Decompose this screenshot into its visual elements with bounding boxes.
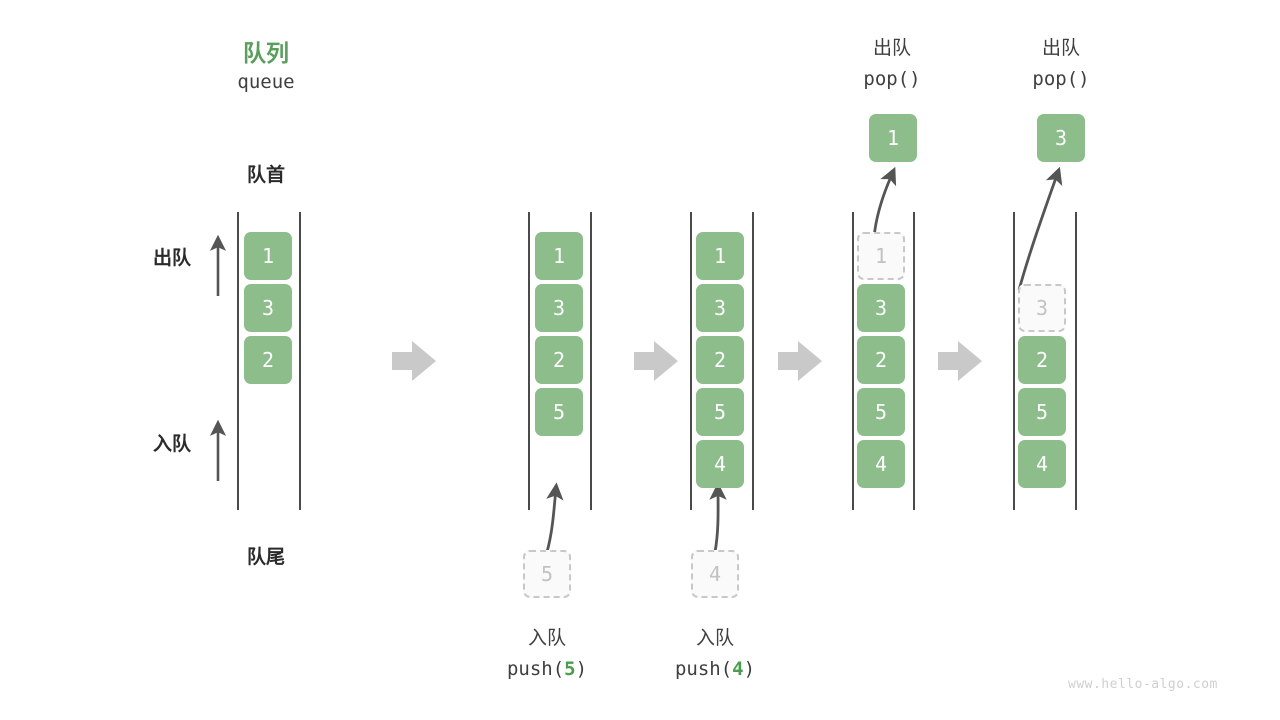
- col5-rail-left: [1013, 212, 1015, 510]
- col2-rail-right: [590, 212, 592, 510]
- col3-cell-1: 3: [696, 284, 744, 332]
- col5-rail-right: [1075, 212, 1077, 510]
- col2-cell-1: 3: [535, 284, 583, 332]
- col3-code-prefix: push(: [674, 658, 733, 680]
- col5-operation-code: pop(): [1032, 68, 1090, 90]
- watermark: www.hello-algo.com: [1068, 677, 1218, 692]
- col3-operation-label: 入队: [695, 628, 734, 649]
- col4-cell-3: 4: [857, 440, 905, 488]
- dequeue-legend-label: 出队: [152, 248, 191, 269]
- front-label: 队首: [246, 165, 285, 186]
- col1-cell-1: 3: [244, 284, 292, 332]
- col2-operation-label: 入队: [527, 628, 566, 649]
- col4-cell-2: 5: [857, 388, 905, 436]
- col3-cell-4: 4: [696, 440, 744, 488]
- col3-code-arg: 4: [732, 658, 744, 680]
- col4-cell-0: 3: [857, 284, 905, 332]
- col3-rail-right: [752, 212, 754, 510]
- col3-incoming-ghost-cell: 4: [691, 550, 739, 598]
- pop-arrow-3: [1017, 166, 1063, 291]
- col4-rail-right: [913, 212, 915, 510]
- col1-rail-right: [299, 212, 301, 510]
- flow-arrow-2: [634, 341, 678, 381]
- col2-cell-2: 2: [535, 336, 583, 384]
- col3-cell-3: 5: [696, 388, 744, 436]
- push-arrow-4: [709, 482, 727, 553]
- col2-cell-3: 5: [535, 388, 583, 436]
- col4-rail-left: [852, 212, 854, 510]
- col4-vacated-ghost-cell: 1: [857, 232, 905, 280]
- col4-popped-cell: 1: [869, 114, 917, 162]
- col3-operation-code: push(4): [635, 658, 795, 680]
- col5-cell-1: 5: [1018, 388, 1066, 436]
- col1-cell-2: 2: [244, 336, 292, 384]
- flow-arrow-1: [392, 341, 436, 381]
- flow-arrow-4: [938, 341, 982, 381]
- col5-vacated-ghost-cell: 3: [1018, 284, 1066, 332]
- col3-cell-2: 2: [696, 336, 744, 384]
- col2-rail-left: [528, 212, 530, 510]
- flow-arrow-3: [778, 341, 822, 381]
- page-title: 队列: [243, 40, 289, 66]
- col5-popped-cell: 3: [1037, 114, 1085, 162]
- col2-operation-code: push(5): [467, 658, 627, 680]
- push-arrow-5: [545, 482, 564, 553]
- col2-incoming-ghost-cell: 5: [523, 550, 571, 598]
- col3-cell-0: 1: [696, 232, 744, 280]
- col3-code-suffix: ): [743, 658, 756, 680]
- page-subtitle: queue: [237, 71, 295, 93]
- enqueue-legend-label: 入队: [152, 434, 191, 455]
- col1-rail-left: [237, 212, 239, 510]
- col4-operation-label: 出队: [872, 38, 911, 59]
- col2-code-suffix: ): [575, 658, 588, 680]
- pop-arrow-1: [872, 166, 897, 239]
- col4-cell-1: 2: [857, 336, 905, 384]
- col5-cell-2: 4: [1018, 440, 1066, 488]
- col1-cell-0: 1: [244, 232, 292, 280]
- col3-rail-left: [690, 212, 692, 510]
- col4-operation-code: pop(): [863, 68, 921, 90]
- rear-label: 队尾: [246, 547, 285, 568]
- col2-code-arg: 5: [564, 658, 576, 680]
- col2-cell-0: 1: [535, 232, 583, 280]
- col2-code-prefix: push(: [506, 658, 565, 680]
- col5-operation-label: 出队: [1041, 38, 1080, 59]
- col5-cell-0: 2: [1018, 336, 1066, 384]
